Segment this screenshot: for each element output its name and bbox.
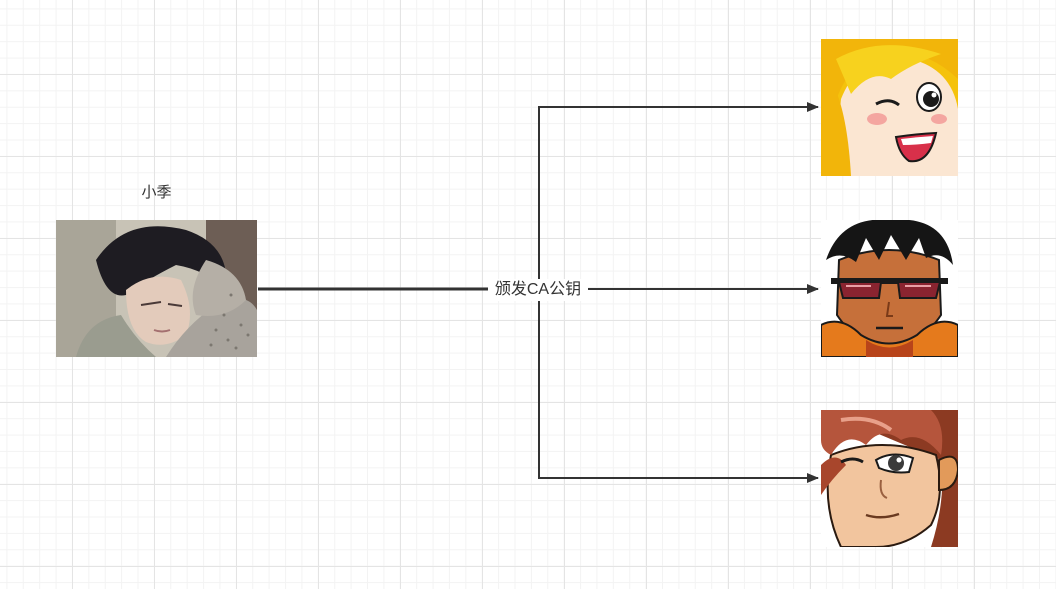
blonde-winking-girl-avatar (821, 39, 958, 176)
sender-photo[interactable] (56, 220, 257, 357)
edge-label: 颁发CA公钥 (488, 279, 588, 301)
recipient-avatar-1[interactable] (821, 39, 958, 176)
connector-branch-bottom[interactable] (538, 289, 819, 483)
sender-name-label: 小季 (141, 184, 172, 201)
recipient-avatar-3[interactable] (821, 410, 958, 547)
red-haired-boy-avatar (821, 410, 958, 547)
connector-branch-top[interactable] (538, 102, 819, 289)
recipient-avatar-2[interactable] (821, 220, 958, 357)
sunglasses-boy-avatar (821, 220, 958, 357)
